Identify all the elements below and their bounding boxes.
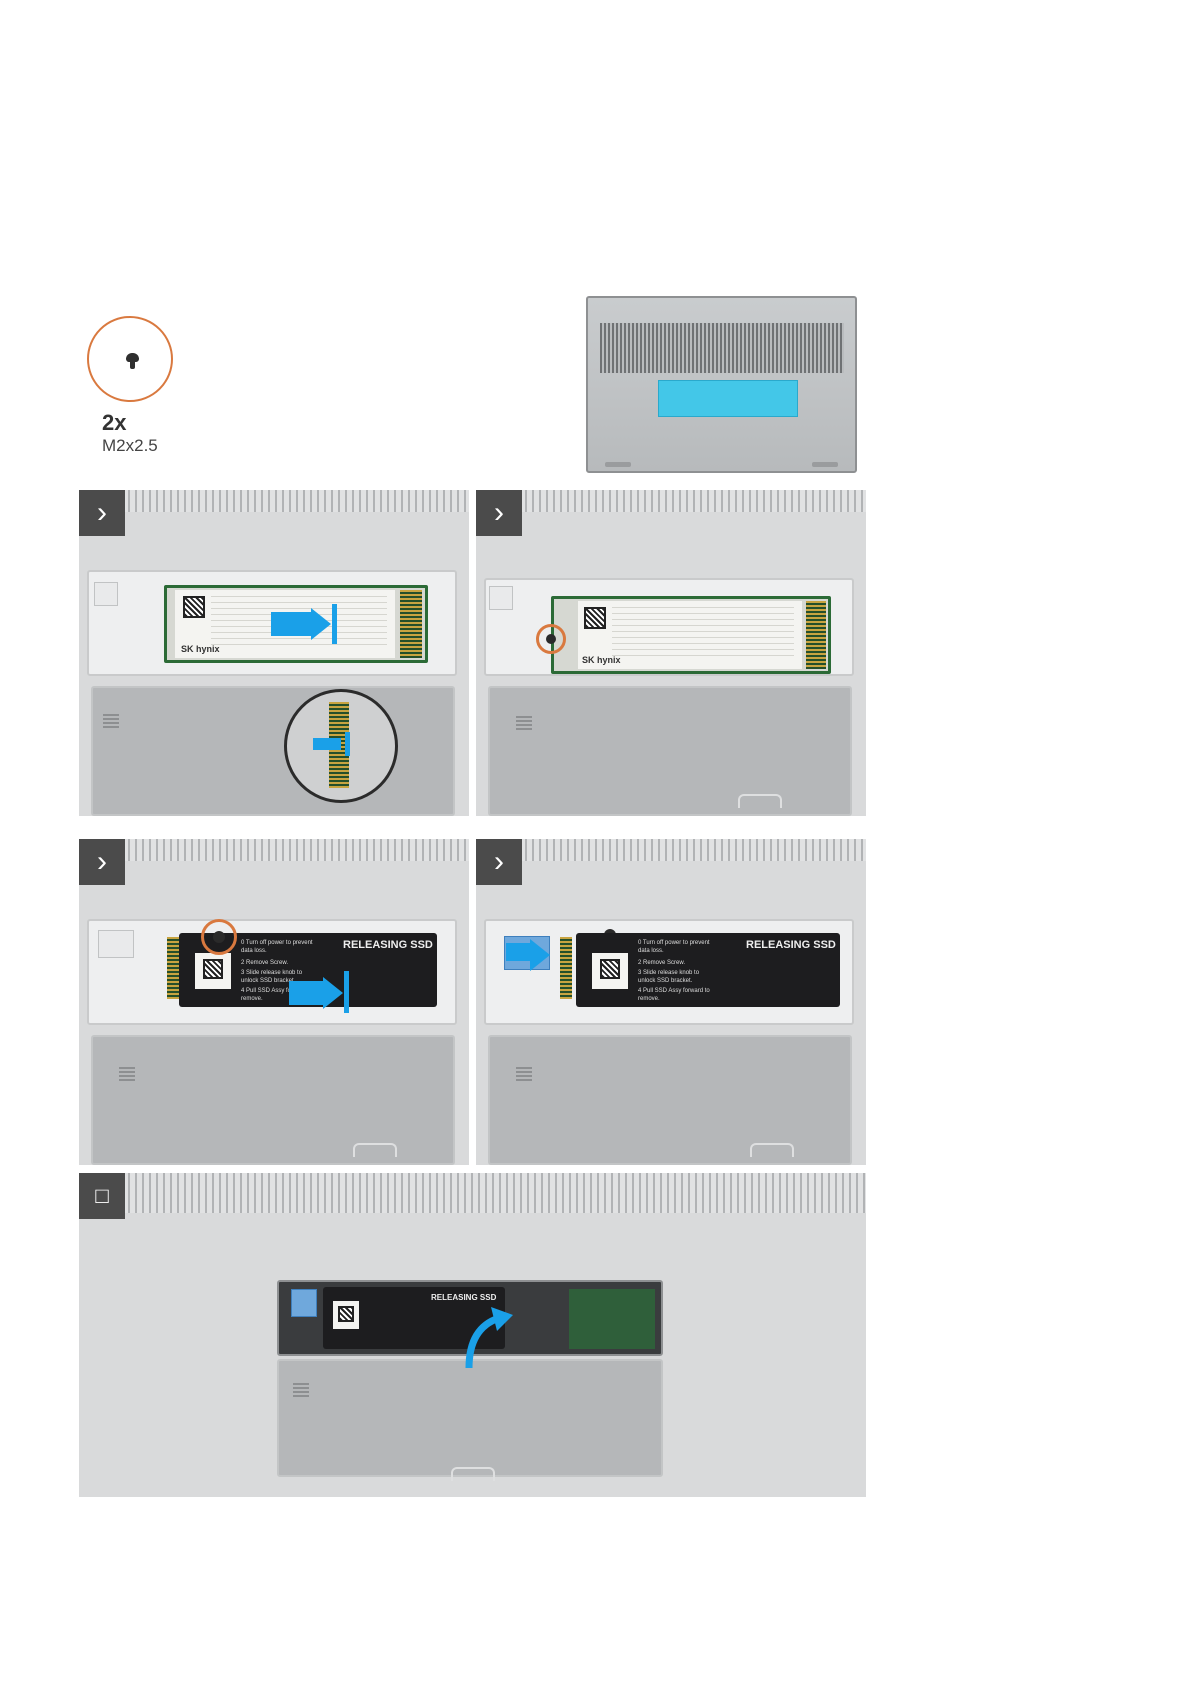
cover-notch xyxy=(738,794,782,808)
cover-vent-icon xyxy=(516,716,532,730)
step-panel-2: › SK hynix xyxy=(476,490,866,816)
arrow-head-icon xyxy=(323,977,343,1009)
arrow-head-icon xyxy=(530,939,550,971)
laptop-foot xyxy=(812,462,838,467)
screw-callout-circle xyxy=(87,316,173,402)
step-panel-3: › RELEASING SSD 0 Turn off power to prev… xyxy=(79,839,469,1165)
shield-step: 3 Slide release knob to unlock SSD brack… xyxy=(241,970,303,985)
label-text-lines xyxy=(612,607,794,659)
qr-code-icon xyxy=(338,1306,354,1322)
shield-step: 4 Pull SSD Assy forward to remove. xyxy=(241,988,313,1003)
step-panel-1: › SK hynix xyxy=(79,490,469,816)
screw-count: 2x xyxy=(102,410,127,435)
screw-icon xyxy=(546,634,556,644)
shield-qr-label xyxy=(195,953,231,989)
cover-notch xyxy=(750,1143,794,1157)
screw-shank xyxy=(130,361,135,369)
shield-step: 0 Turn off power to prevent data loss. xyxy=(241,940,313,955)
cover-vent-icon xyxy=(293,1383,309,1397)
zoom-inset xyxy=(284,689,398,803)
laptop-vent-grille xyxy=(600,323,844,373)
ssd-card: SK hynix xyxy=(551,596,831,674)
cover-notch xyxy=(451,1467,495,1481)
arrow-right-icon xyxy=(313,738,341,750)
screw-icon xyxy=(213,931,225,943)
bay-cover xyxy=(91,686,455,816)
shield-qr-label xyxy=(333,1301,359,1329)
shield-title: RELEASING SSD xyxy=(431,1293,497,1302)
release-latch xyxy=(94,582,118,606)
stop-bar-icon xyxy=(332,604,337,644)
arrow-right-icon xyxy=(289,981,325,1005)
vent-grille xyxy=(79,1173,866,1213)
step-panel-4: › RELEASING SSD 0 Turn off power to prev… xyxy=(476,839,866,1165)
chevron-right-icon: › xyxy=(79,490,125,536)
screw-location-circle xyxy=(536,624,566,654)
arrow-head-icon xyxy=(311,608,331,640)
stop-bar-icon xyxy=(345,732,350,756)
ssd-connector xyxy=(560,937,572,999)
ssd-brand: SK hynix xyxy=(181,644,220,654)
cover-vent-icon xyxy=(103,714,119,728)
cover-notch xyxy=(353,1143,397,1157)
bay-cover xyxy=(91,1035,455,1165)
ssd-card: SK hynix xyxy=(164,585,428,663)
screw-type: M2x2.5 xyxy=(102,436,158,455)
laptop-foot xyxy=(605,462,631,467)
shield-step: 3 Slide release knob to unlock SSD brack… xyxy=(638,970,700,985)
chevron-right-icon: › xyxy=(79,839,125,885)
cover-vent-icon xyxy=(516,1067,532,1081)
bay-cover xyxy=(488,686,852,816)
shield-title: RELEASING SSD xyxy=(343,939,433,951)
qr-code-icon xyxy=(183,596,205,618)
shield-step: 0 Turn off power to prevent data loss. xyxy=(638,940,710,955)
arrow-right-icon xyxy=(506,943,532,961)
stop-square-icon: □ xyxy=(79,1173,125,1219)
curved-arrow-icon xyxy=(465,1307,513,1369)
release-latch xyxy=(98,930,134,958)
ssd-label: SK hynix xyxy=(578,601,802,669)
arrow-right-icon xyxy=(271,612,313,636)
bay-cover xyxy=(277,1359,663,1481)
shield-step: 2 Remove Screw. xyxy=(241,960,289,966)
motherboard-section xyxy=(569,1289,655,1349)
cover-vent-icon xyxy=(119,1067,135,1081)
stop-bar-icon xyxy=(344,971,349,1013)
shield-title: RELEASING SSD xyxy=(746,939,836,951)
shield-qr-label xyxy=(592,953,628,989)
ssd-location-highlight xyxy=(658,380,798,417)
shield-step: 4 Pull SSD Assy forward to remove. xyxy=(638,988,710,1003)
step-panel-5: □ RELEASING SSD xyxy=(79,1173,866,1497)
release-latch xyxy=(489,586,513,610)
vent-grille xyxy=(79,839,469,861)
ssd-connector xyxy=(400,590,422,658)
vent-grille xyxy=(476,839,866,861)
qr-code-icon xyxy=(203,959,223,979)
vent-grille xyxy=(476,490,866,512)
screw-location-circle xyxy=(201,919,237,955)
chevron-right-icon: › xyxy=(476,490,522,536)
release-latch xyxy=(291,1289,317,1317)
ssd-connector xyxy=(806,601,826,669)
screw-icon xyxy=(126,353,139,362)
qr-code-icon xyxy=(600,959,620,979)
ssd-brand: SK hynix xyxy=(582,655,621,665)
ssd-shield: RELEASING SSD 0 Turn off power to preven… xyxy=(576,933,840,1007)
ssd-connector xyxy=(167,937,179,999)
vent-grille xyxy=(79,490,469,512)
bay-cover xyxy=(488,1035,852,1165)
qr-code-icon xyxy=(584,607,606,629)
chevron-right-icon: › xyxy=(476,839,522,885)
shield-step: 2 Remove Screw. xyxy=(638,960,686,966)
